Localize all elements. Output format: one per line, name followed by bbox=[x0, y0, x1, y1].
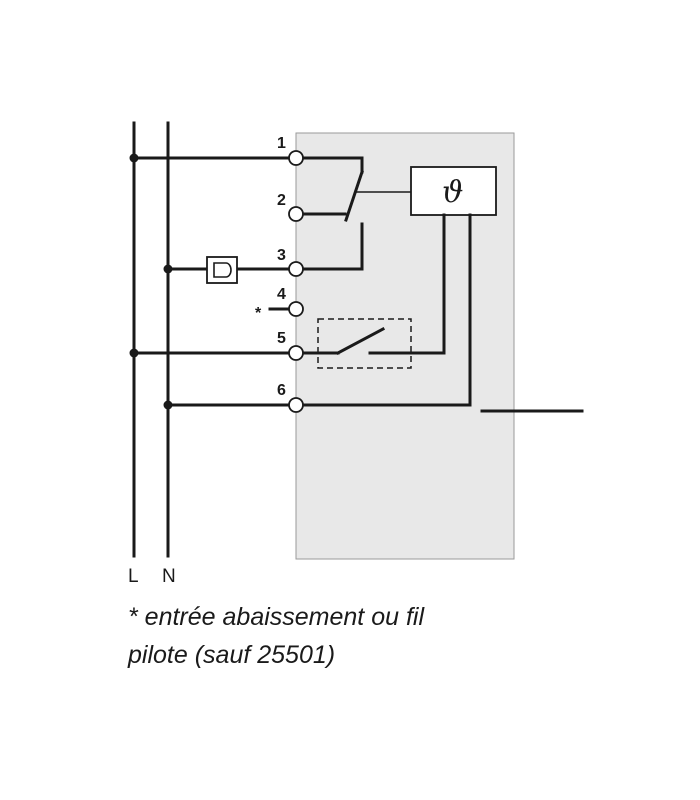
footnote-line-1: * entrée abaissement ou fil bbox=[128, 603, 425, 631]
terminal-5 bbox=[288, 345, 304, 361]
junction-n-t6 bbox=[163, 400, 173, 410]
line-rail-label: L bbox=[128, 566, 139, 587]
switch-blade bbox=[335, 326, 386, 356]
neutral-rail-label: N bbox=[162, 566, 176, 587]
contact-blade bbox=[344, 170, 364, 222]
terminal-6-label: 6 bbox=[277, 382, 286, 399]
terminal-6 bbox=[288, 397, 304, 413]
terminal-4 bbox=[288, 301, 304, 317]
terminal-2-label: 2 bbox=[277, 192, 286, 209]
terminal-5-label: 5 bbox=[277, 330, 286, 347]
sensor-lead-to-switch bbox=[368, 213, 446, 355]
terminal-3 bbox=[288, 261, 304, 277]
footnote-line-2: pilote (sauf 25501) bbox=[128, 641, 336, 669]
junction-l-t1 bbox=[129, 153, 139, 163]
relay-coil-icon bbox=[213, 262, 232, 278]
footnote: * entrée abaissement ou fil pilote (sauf… bbox=[128, 598, 588, 674]
junction-n-t3 bbox=[163, 264, 173, 274]
terminal-2 bbox=[288, 206, 304, 222]
sensor-lead-to-t6 bbox=[300, 213, 472, 407]
junction-l-t5 bbox=[129, 348, 139, 358]
sensor-box bbox=[410, 166, 497, 216]
terminal-3-label: 3 bbox=[277, 247, 286, 264]
sensor-symbol: ϑ bbox=[442, 175, 463, 210]
terminal-1 bbox=[288, 150, 304, 166]
terminal-4-asterisk: * bbox=[255, 305, 262, 322]
terminal-4-label: 4 bbox=[277, 286, 286, 303]
terminal-1-label: 1 bbox=[277, 135, 286, 152]
relay-box bbox=[206, 256, 238, 284]
